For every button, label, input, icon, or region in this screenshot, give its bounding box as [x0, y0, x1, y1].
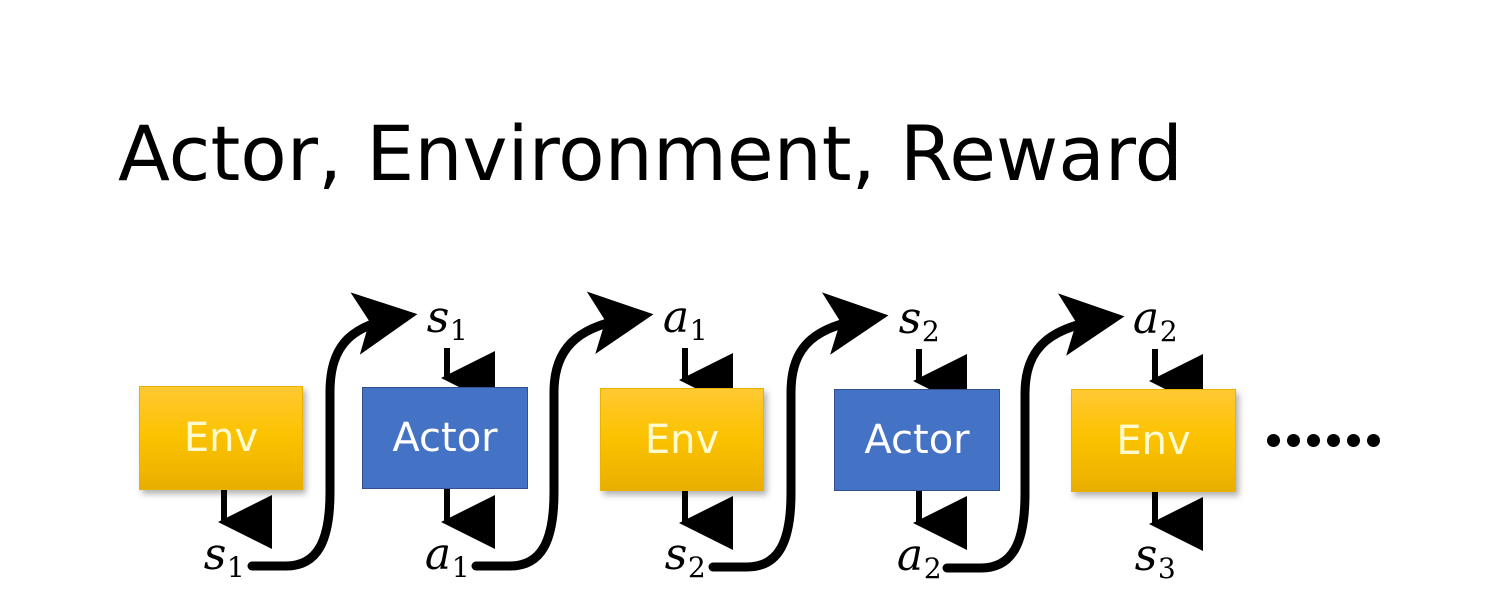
- label-bottom-s1-sub: 1: [226, 551, 245, 585]
- label-bottom-a1: a1: [425, 533, 470, 583]
- ellipsis-dot: [1327, 434, 1340, 447]
- label-top-s1-base: s: [426, 292, 450, 343]
- label-top-s1: s1: [427, 296, 468, 346]
- ellipsis-icon: [1267, 434, 1380, 447]
- box-env-1[interactable]: Env: [139, 386, 303, 490]
- label-bottom-s3: s3: [1135, 534, 1176, 584]
- ellipsis-dot: [1307, 434, 1320, 447]
- label-top-s1-sub: 1: [449, 314, 468, 348]
- label-top-a1: a1: [663, 296, 708, 346]
- box-actor-1[interactable]: Actor: [362, 387, 528, 489]
- page-title: Actor, Environment, Reward: [118, 109, 1183, 198]
- label-bottom-a1-base: a: [424, 529, 452, 580]
- label-bottom-s1-base: s: [203, 529, 227, 580]
- ellipsis-dot: [1287, 434, 1300, 447]
- box-env-3[interactable]: Env: [1071, 389, 1236, 492]
- label-top-a1-base: a: [662, 292, 690, 343]
- label-bottom-s2-base: s: [664, 529, 688, 580]
- label-bottom-s2: s2: [665, 533, 706, 583]
- label-top-s2-base: s: [898, 293, 922, 344]
- ellipsis-dot: [1347, 434, 1360, 447]
- label-bottom-s1: s1: [204, 533, 245, 583]
- label-bottom-a2-base: a: [896, 530, 924, 581]
- label-top-a2: a2: [1133, 297, 1178, 347]
- label-top-s2-sub: 2: [921, 315, 940, 349]
- label-top-a2-base: a: [1132, 293, 1160, 344]
- label-bottom-s3-base: s: [1134, 530, 1158, 581]
- label-top-a2-sub: 2: [1159, 315, 1178, 349]
- vertical-arrows-out-of-boxes: [218, 489, 1203, 551]
- label-bottom-s2-sub: 2: [687, 551, 706, 585]
- label-top-s2: s2: [899, 297, 940, 347]
- box-env-2[interactable]: Env: [600, 388, 764, 491]
- label-bottom-a2-sub: 2: [923, 552, 942, 586]
- ellipsis-dot: [1367, 434, 1380, 447]
- label-bottom-a2: a2: [897, 534, 942, 584]
- label-top-a1-sub: 1: [689, 314, 708, 348]
- vertical-arrows-into-boxes: [441, 348, 1203, 408]
- box-actor-2[interactable]: Actor: [834, 389, 1000, 491]
- label-bottom-a1-sub: 1: [451, 551, 470, 585]
- ellipsis-dot: [1267, 434, 1280, 447]
- label-bottom-s3-sub: 3: [1157, 552, 1176, 586]
